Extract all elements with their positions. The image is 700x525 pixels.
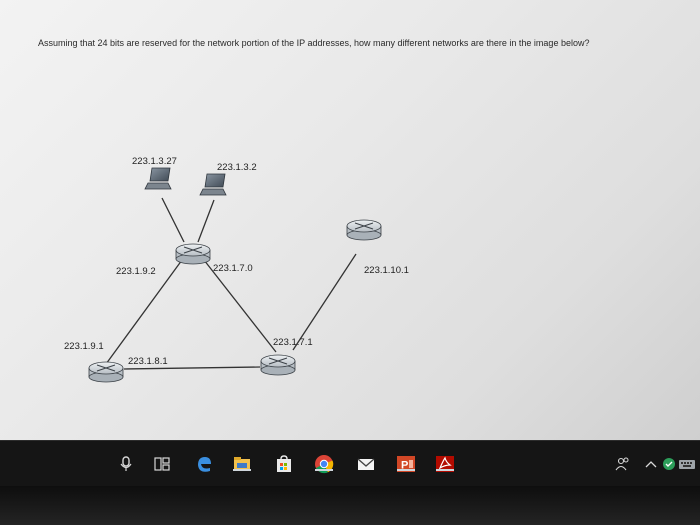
host-1-ip-label: 223.1.3.27 bbox=[132, 156, 177, 167]
r2-right-ip-label: 223.1.8.1 bbox=[128, 356, 168, 367]
acrobat-icon[interactable] bbox=[434, 453, 456, 475]
chrome-active-indicator bbox=[315, 469, 333, 471]
task-view-icon[interactable] bbox=[151, 453, 173, 475]
router-3 bbox=[260, 354, 296, 376]
people-icon[interactable] bbox=[612, 453, 634, 475]
link-r2-r3 bbox=[123, 366, 261, 370]
powerpoint-letter: P bbox=[401, 460, 408, 472]
link-r1-r2 bbox=[105, 259, 183, 365]
cloud-icon[interactable] bbox=[658, 453, 680, 475]
r1-left-ip-label: 223.1.9.2 bbox=[116, 266, 156, 277]
links bbox=[105, 197, 357, 370]
network-diagram: 223.1.3.27 223.1.3.2 223.1.9.2 223.1.7.0… bbox=[64, 156, 409, 383]
host-laptop-1 bbox=[144, 167, 172, 190]
chevron-up-icon[interactable] bbox=[640, 453, 662, 475]
host-2-ip-label: 223.1.3.2 bbox=[217, 162, 257, 173]
router-4 bbox=[346, 219, 382, 241]
link-r3-r4 bbox=[292, 253, 357, 351]
r3-top-ip-label: 223.1.7.1 bbox=[273, 337, 313, 348]
edge-icon[interactable] bbox=[193, 453, 215, 475]
question-text: Assuming that 24 bits are reserved for t… bbox=[38, 38, 590, 48]
microphone-icon[interactable] bbox=[115, 453, 137, 475]
chrome-icon[interactable] bbox=[313, 453, 335, 475]
link-r1-r3 bbox=[203, 259, 277, 353]
screen: Assuming that 24 bits are reserved for t… bbox=[0, 0, 700, 440]
keyboard-icon[interactable] bbox=[676, 453, 698, 475]
monitor-bezel bbox=[0, 486, 700, 525]
mail-icon[interactable] bbox=[355, 453, 377, 475]
file-explorer-icon[interactable] bbox=[231, 453, 253, 475]
router-2 bbox=[88, 361, 124, 383]
r2-top-ip-label: 223.1.9.1 bbox=[64, 341, 104, 352]
taskbar: P bbox=[0, 440, 700, 487]
acrobat-active-indicator bbox=[436, 469, 454, 471]
file-explorer-active-indicator bbox=[233, 469, 251, 471]
link-host1-r1 bbox=[161, 197, 185, 243]
r4-link-ip-label: 223.1.10.1 bbox=[364, 265, 409, 276]
powerpoint-icon[interactable]: P bbox=[395, 453, 417, 475]
powerpoint-active-indicator bbox=[397, 469, 415, 471]
router-1 bbox=[175, 243, 211, 265]
r1-right-ip-label: 223.1.7.0 bbox=[213, 263, 253, 274]
store-icon[interactable] bbox=[273, 453, 295, 475]
link-host2-r1 bbox=[197, 199, 215, 243]
host-laptop-2 bbox=[199, 173, 227, 196]
